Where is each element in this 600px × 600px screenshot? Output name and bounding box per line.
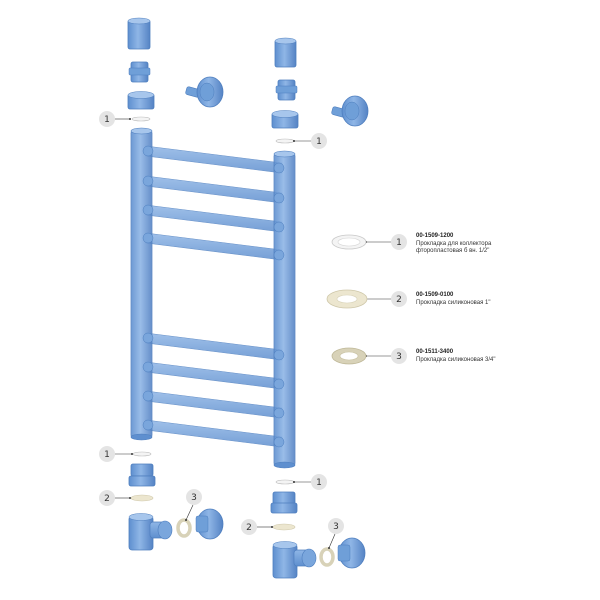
svg-text:1: 1	[316, 137, 322, 147]
rung-8	[145, 419, 283, 448]
rung-1	[145, 145, 283, 174]
callout-3-bottom-right: 3	[328, 518, 344, 534]
legend-callout-1: 1	[391, 234, 407, 250]
top-right-fittings	[271, 37, 299, 144]
legend-gasket-1	[331, 234, 367, 250]
svg-text:3: 3	[191, 493, 197, 503]
bottom-left-gasket-1	[132, 451, 152, 457]
legend-item-1-desc-line2: фторопластовая б вн. 1/2"	[416, 248, 490, 254]
bottom-right-valve-body	[272, 543, 298, 579]
legend-item-2-desc-line1: Прокладка силиконовая 1"	[416, 299, 491, 306]
legend-item-3-desc-line1: Прокладка силиконовая 3/4"	[416, 356, 496, 363]
legend-item-3: 00-1511-3400 Прокладка силиконовая 3/4"	[416, 349, 496, 364]
rung-4	[145, 232, 283, 261]
bottom-left-fittings	[128, 451, 224, 551]
legend-item-1: 00-1509-1200 Прокладка для коллектора фт…	[416, 233, 491, 256]
legend-item-2: 00-1509-0100 Прокладка силиконовая 1"	[416, 292, 491, 307]
svg-text:1: 1	[104, 115, 110, 125]
towel-rail	[130, 127, 296, 469]
svg-text:2: 2	[246, 523, 252, 533]
top-left-fittings	[127, 17, 155, 122]
bottom-left-valve-body	[128, 515, 154, 551]
bottom-right-nipple	[270, 502, 298, 514]
rung-2	[145, 175, 283, 204]
right-post-bottom-cap	[273, 461, 296, 469]
legend-callout-3: 3	[391, 348, 407, 364]
callout-1-bottom-right: 1	[311, 474, 327, 490]
svg-text:1: 1	[316, 478, 322, 488]
legend-item-3-code: 00-1511-3400	[416, 349, 454, 355]
legend-item-1-code: 00-1509-1200	[416, 233, 454, 239]
callout-2-bottom-left: 2	[99, 490, 115, 506]
legend-gasket-3	[331, 347, 367, 365]
callout-leaders	[114, 118, 392, 549]
bottom-right-gasket-1	[275, 479, 295, 485]
top-left-cap	[127, 19, 151, 50]
right-post-top-cap	[273, 150, 296, 158]
top-left-gasket-1	[131, 116, 151, 122]
callout-1-top-left: 1	[99, 111, 115, 127]
bottom-right-nut	[272, 491, 296, 505]
bottom-left-gasket-3	[176, 518, 192, 538]
left-post-top-cap	[130, 127, 153, 135]
top-right-wall-bracket	[331, 95, 369, 127]
bottom-right-gasket-2	[272, 523, 296, 531]
rung-5	[145, 332, 283, 361]
svg-text:3: 3	[396, 352, 402, 362]
svg-text:1: 1	[104, 450, 110, 460]
legend-item-1-desc-line1: Прокладка для коллектора	[416, 240, 492, 247]
svg-text:3: 3	[333, 522, 339, 532]
rung-6	[145, 361, 283, 390]
bottom-right-gasket-3	[319, 547, 335, 567]
svg-text:2: 2	[396, 295, 402, 305]
bottom-left-nipple	[128, 475, 156, 487]
rung-7	[145, 390, 283, 419]
bottom-right-fittings	[270, 479, 366, 579]
callout-3-bottom-left: 3	[186, 489, 202, 505]
left-post-bottom-cap	[130, 433, 153, 441]
legend-gasket-2	[326, 289, 368, 309]
bottom-left-nut	[130, 463, 154, 477]
svg-text:1: 1	[396, 238, 402, 248]
legend-item-2-code: 00-1509-0100	[416, 292, 454, 298]
callout-1-bottom-left: 1	[99, 446, 115, 462]
rail-rungs	[145, 145, 283, 448]
legend-callout-2: 2	[391, 291, 407, 307]
top-right-gasket-1	[275, 138, 295, 144]
callout-1-top-right: 1	[311, 133, 327, 149]
callout-2-bottom-right: 2	[241, 519, 257, 535]
bottom-left-gasket-2	[130, 494, 154, 502]
svg-text:2: 2	[104, 494, 110, 504]
top-left-wall-bracket	[185, 76, 224, 108]
rung-3	[145, 204, 283, 233]
